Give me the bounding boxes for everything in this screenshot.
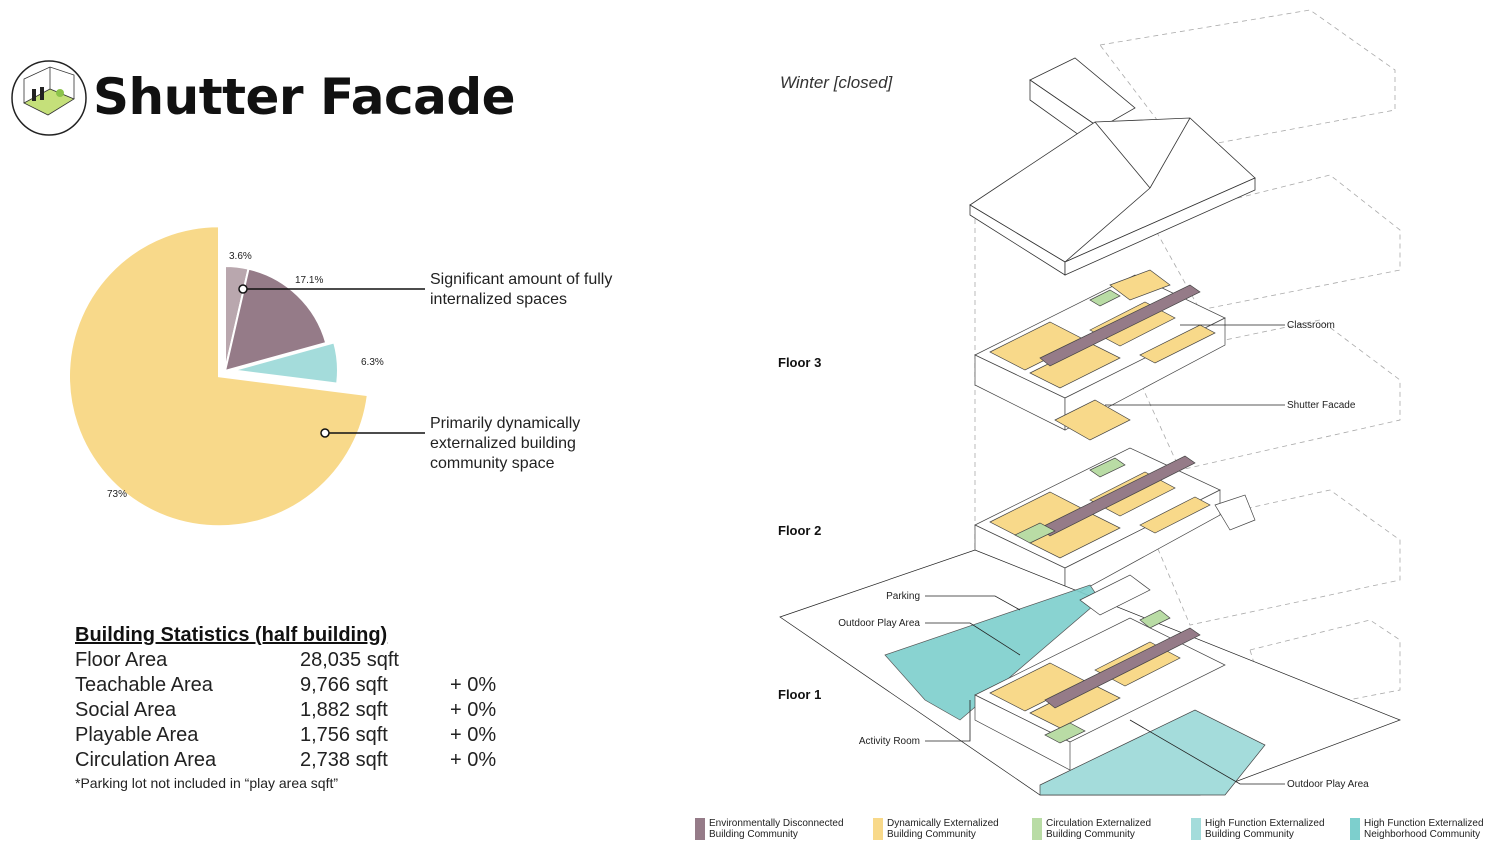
stat-value: 28,035 sqft [300, 649, 399, 671]
pie-slice [223, 267, 328, 373]
callout-outdoor-play-right: Outdoor Play Area [1287, 779, 1369, 790]
stats-row: Floor Area 28,035 sqft [75, 649, 545, 674]
floor-1-plan [779, 549, 1401, 796]
legend-swatch [1191, 818, 1201, 840]
stats-row: Teachable Area 9,766 sqft + 0% [75, 674, 545, 699]
stat-change: + 0% [450, 724, 497, 746]
stat-value: 2,738 sqft [300, 749, 388, 771]
floor-3-plan [974, 269, 1226, 441]
stat-name: Circulation Area [75, 749, 217, 771]
annotation-marker [320, 428, 330, 438]
callout-shutter-facade: Shutter Facade [1287, 400, 1356, 411]
floor-3-label: Floor 3 [778, 355, 822, 370]
annotation-line: Significant amount of fully [430, 271, 613, 288]
annotation-line: internalized spaces [430, 291, 567, 308]
callout-parking: Parking [886, 591, 920, 602]
exploded-axonometric-diagram: Classroom Shutter Facade Parking Outdoor… [779, 9, 1401, 796]
legend-label: High Function Externalized [1364, 818, 1484, 829]
pie-slice [232, 341, 339, 385]
legend-label: High Function Externalized [1205, 818, 1325, 829]
legend-swatch [873, 818, 883, 840]
legend-label: Building Community [1046, 829, 1135, 840]
callout-leaders [925, 324, 1285, 785]
stats-row: Circulation Area 2,738 sqft + 0% [75, 749, 545, 774]
roof [969, 57, 1256, 276]
stat-value: 1,756 sqft [300, 724, 388, 746]
legend-label: Building Community [709, 829, 798, 840]
stats-row: Playable Area 1,756 sqft + 0% [75, 724, 545, 749]
callout-activity-room: Activity Room [859, 736, 920, 747]
annotation-line: community space [430, 455, 555, 472]
stat-change: + 0% [450, 699, 497, 721]
stat-name: Floor Area [75, 649, 168, 671]
stats-heading: Building Statistics (half building) [75, 624, 388, 646]
stat-name: Social Area [75, 699, 177, 721]
legend-label: Environmentally Disconnected [709, 818, 844, 829]
page-title: Shutter Facade [93, 68, 516, 126]
floor-2-plan [974, 447, 1256, 601]
stats-row: Social Area 1,882 sqft + 0% [75, 699, 545, 724]
callout-outdoor-play-left: Outdoor Play Area [838, 618, 920, 629]
legend-swatch [695, 818, 705, 840]
stat-name: Teachable Area [75, 674, 213, 696]
pie-slice [68, 225, 369, 528]
stat-value: 1,882 sqft [300, 699, 388, 721]
floor-1-label: Floor 1 [778, 687, 822, 702]
annotation-externalized: Primarily dynamically externalized build… [430, 414, 580, 474]
stat-change: + 0% [450, 674, 497, 696]
pie-slice-label: 73% [107, 489, 127, 500]
stat-value: 9,766 sqft [300, 674, 388, 696]
building-diorama-icon [10, 59, 88, 137]
legend-label: Circulation Externalized [1046, 818, 1152, 829]
annotation-line: Primarily dynamically [430, 415, 581, 432]
pie-slice-label: 17.1% [295, 275, 323, 286]
callout-classroom: Classroom [1287, 320, 1335, 331]
building-statistics: Building Statistics (half building) Floo… [75, 624, 545, 791]
stat-change: + 0% [450, 749, 497, 771]
legend-label: Neighborhood Community [1364, 829, 1481, 840]
pie-slice-label: 6.3% [361, 357, 384, 368]
pie-chart: 3.6% 17.1% 6.3% 73% [68, 225, 425, 528]
legend-label: Dynamically Externalized [887, 818, 999, 829]
annotation-line: externalized building [430, 435, 576, 452]
floor-2-label: Floor 2 [778, 523, 822, 538]
season-label: Winter [closed] [780, 73, 893, 92]
legend-label: Building Community [887, 829, 976, 840]
annotation-marker [238, 284, 248, 294]
callout-labels: Classroom Shutter Facade Parking Outdoor… [838, 320, 1369, 790]
stat-name: Playable Area [75, 724, 199, 746]
pie-slice-label: 3.6% [229, 251, 252, 262]
legend-swatch [1032, 818, 1042, 840]
legend-label: Building Community [1205, 829, 1294, 840]
annotation-internalized: Significant amount of fully internalized… [430, 270, 612, 310]
legend-swatch [1350, 818, 1360, 840]
stats-note: *Parking lot not included in “play area … [75, 775, 339, 791]
